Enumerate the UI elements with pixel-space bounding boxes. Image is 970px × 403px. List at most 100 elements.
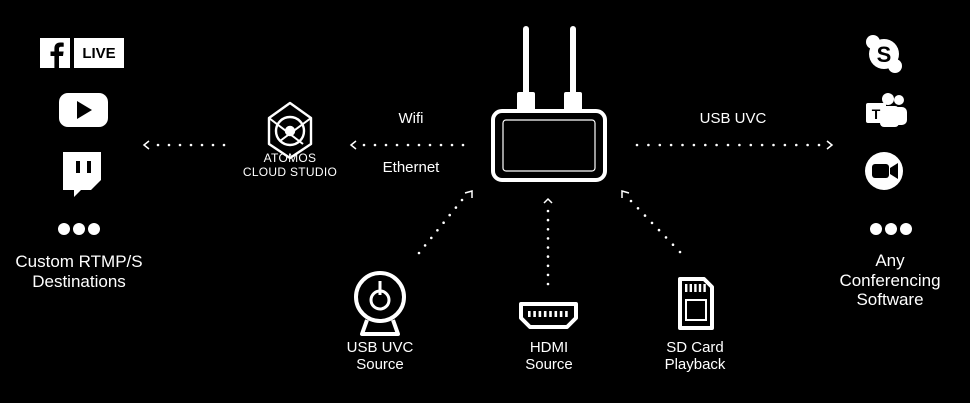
connector-dot xyxy=(635,143,639,147)
connector-dot xyxy=(783,143,787,147)
sd-card-label: SD Card Playback xyxy=(645,339,745,374)
connector-dot xyxy=(546,228,550,231)
cloud-studio-line1: ATOMOS xyxy=(263,151,317,165)
sd-card-line1: SD Card xyxy=(666,339,724,356)
connector-dot xyxy=(806,143,809,147)
destinations-label-line1: Custom RTMP/S xyxy=(15,252,143,271)
connector-dot xyxy=(772,143,775,147)
facebook-icon xyxy=(40,38,70,68)
connector-dot xyxy=(384,143,388,147)
connector-dot xyxy=(546,273,550,277)
destinations-label-line2: Destinations xyxy=(32,271,126,291)
connector-dot xyxy=(178,143,182,147)
hdmi-pin xyxy=(543,311,547,317)
conferencing-line2: Conferencing xyxy=(839,270,941,290)
arrow-sd xyxy=(621,190,630,198)
connector-dot xyxy=(795,143,798,147)
connector-dot xyxy=(692,143,696,147)
connector-dot xyxy=(362,143,366,147)
sd-contact xyxy=(698,284,702,292)
connector-dot xyxy=(448,213,452,217)
connector-dot xyxy=(749,143,753,147)
connector-dot xyxy=(442,221,445,224)
svg-text:S: S xyxy=(877,42,892,67)
webcam-source-line1: USB UVC xyxy=(346,339,414,356)
connector-dot xyxy=(417,251,421,255)
connector-dot xyxy=(681,143,684,147)
connector-dot xyxy=(546,209,550,213)
facebook-live-badge: LIVE xyxy=(40,38,124,68)
connector-dot xyxy=(671,243,675,246)
destinations-label: Custom RTMP/S Destinations xyxy=(0,252,158,291)
wifi-label: Wifi xyxy=(398,110,424,127)
connector-dot xyxy=(817,143,821,147)
hdmi-pin xyxy=(554,311,558,317)
zoom-icon xyxy=(865,152,903,190)
usb-uvc-connection-label: USB UVC xyxy=(699,110,767,127)
arrow-right xyxy=(826,140,834,150)
more-dots-icon xyxy=(870,223,912,235)
sd-contact xyxy=(703,284,706,292)
connector-dot xyxy=(664,236,668,239)
connector-dot xyxy=(406,143,410,147)
conferencing-label: Any Conferencing Software xyxy=(820,251,960,310)
connector-dot xyxy=(738,143,741,147)
hdmi-source-label: HDMI Source xyxy=(499,339,599,374)
skype-icon: S xyxy=(866,35,902,73)
arrow-webcam xyxy=(464,190,473,198)
ethernet-label: Ethernet xyxy=(382,159,440,176)
connector-dot xyxy=(546,264,550,268)
teams-icon: T xyxy=(866,93,907,127)
connector-device-to-cloud xyxy=(362,143,465,147)
webcam-source-label: USB UVC Source xyxy=(330,339,430,374)
hdmi-pin xyxy=(565,311,568,317)
connector-dot xyxy=(650,221,654,225)
youtube-icon xyxy=(59,93,108,127)
hdmi-pin xyxy=(533,311,536,317)
sd-card-line2: Playback xyxy=(664,356,726,374)
connector-dot xyxy=(760,143,764,147)
connector-dot xyxy=(715,143,718,147)
connector-dot xyxy=(395,143,399,147)
connector-dot xyxy=(678,250,682,254)
webcam-source-line2: Source xyxy=(356,356,404,374)
connector-dot xyxy=(450,143,454,147)
connector-dot xyxy=(546,218,550,222)
connector-dot xyxy=(189,143,193,147)
connector-dot xyxy=(647,143,650,147)
connector-dot xyxy=(428,143,432,147)
sd-contact xyxy=(689,284,692,292)
svg-text:T: T xyxy=(872,106,881,122)
hdmi-pin xyxy=(528,311,531,317)
connector-dot xyxy=(657,228,661,232)
connector-dot xyxy=(436,229,439,232)
connector-device-to-conferencing xyxy=(635,143,821,147)
connector-dot xyxy=(546,255,550,258)
twitch-icon xyxy=(63,152,101,197)
hdmi-pin xyxy=(559,311,563,317)
sd-contact xyxy=(685,284,688,292)
connector-dot xyxy=(167,143,171,147)
hdmi-icon xyxy=(519,302,578,329)
connector-dot xyxy=(439,143,443,147)
webcam-icon xyxy=(354,271,406,336)
connector-dot xyxy=(546,282,550,286)
connector-dot xyxy=(546,237,550,240)
atomos-logo-icon xyxy=(267,101,313,160)
connector-dot xyxy=(156,143,160,147)
hdmi-source-line2: Source xyxy=(525,356,573,374)
connector-dot xyxy=(460,198,464,202)
connector-dot xyxy=(373,143,377,147)
dotted-connectors xyxy=(156,143,821,286)
connector-dot xyxy=(423,244,427,247)
connector-dot xyxy=(669,143,673,147)
sd-card-icon xyxy=(678,277,714,330)
hdmi-source-line1: HDMI xyxy=(529,339,569,356)
connector-dot xyxy=(222,143,226,147)
conferencing-line3: Software xyxy=(856,290,924,310)
arrow-heads xyxy=(142,140,834,204)
conferencing-line1: Any xyxy=(875,251,905,270)
connector-dot xyxy=(461,143,465,147)
connector-dot xyxy=(430,236,433,240)
